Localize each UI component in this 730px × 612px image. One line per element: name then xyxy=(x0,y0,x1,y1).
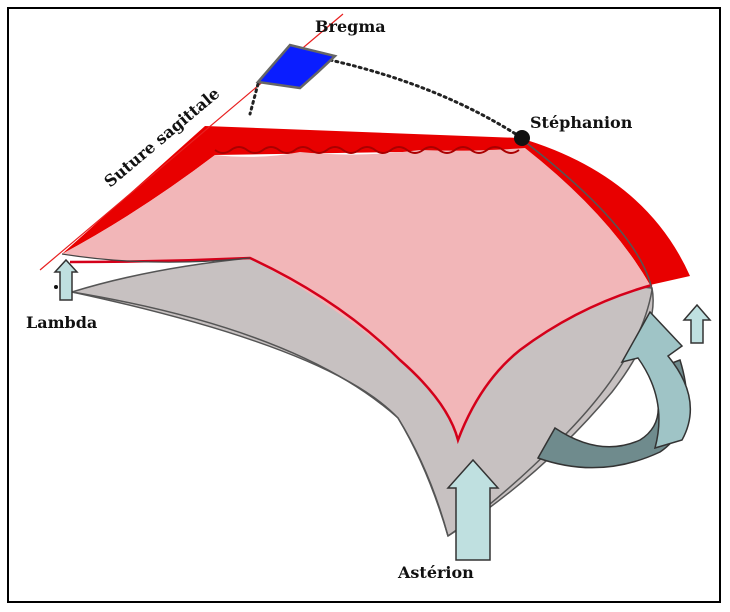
right-up-arrow-icon xyxy=(684,305,710,343)
lambda-dot-icon xyxy=(54,285,58,289)
bregma-stephanion-dotted-line xyxy=(330,60,522,138)
asterion-label: Astérion xyxy=(397,563,474,582)
bregma-fontanelle xyxy=(258,45,335,88)
stephanion-dot-icon xyxy=(514,130,530,146)
lambda-up-arrow-icon xyxy=(55,260,77,300)
lambda-label: Lambda xyxy=(26,313,97,332)
stephanion-label: Stéphanion xyxy=(530,113,633,132)
bregma-label: Bregma xyxy=(315,17,386,36)
